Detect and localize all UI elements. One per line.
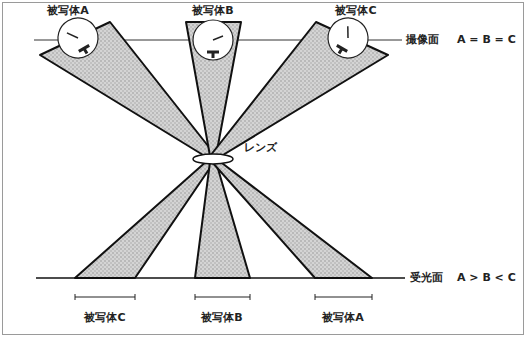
ray-cone	[212, 160, 372, 278]
frame-border	[3, 3, 524, 335]
ray-cone	[75, 160, 214, 278]
size-relation: A > B < C	[455, 271, 518, 284]
subject-label: 被写体B	[199, 311, 244, 324]
subject-figures	[51, 11, 376, 66]
size-brackets	[75, 294, 372, 300]
receiving-plane-line	[36, 277, 405, 279]
subject-label: 被写体A	[45, 4, 91, 17]
subject-label: 被写体A	[320, 311, 366, 324]
subject-figure	[51, 11, 106, 66]
subject-label: 被写体C	[333, 4, 378, 17]
subject-figure	[321, 11, 376, 66]
plane-label: 受光面	[408, 271, 445, 284]
size-relation: A = B = C	[455, 33, 518, 46]
lower-ray-cones	[75, 160, 372, 278]
subject-label: 被写体C	[82, 311, 127, 324]
lens-label: レンズ	[242, 141, 279, 154]
plane-label: 撮像面	[404, 33, 441, 46]
size-bracket	[195, 294, 250, 300]
size-bracket	[315, 294, 372, 300]
size-bracket	[75, 294, 135, 300]
subject-label: 被写体B	[190, 4, 235, 17]
lens-symbol	[193, 154, 233, 164]
subject-figure	[193, 20, 233, 60]
